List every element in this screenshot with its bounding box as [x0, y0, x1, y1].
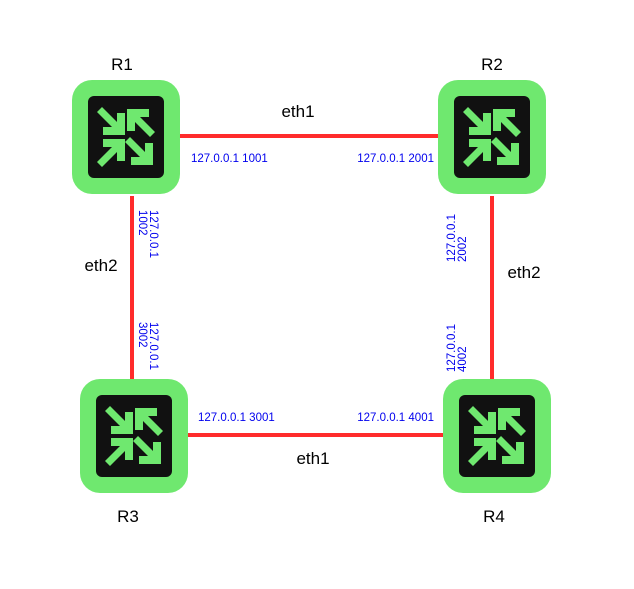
addr-r3-eth2: 127.0.0.1 3002: [136, 322, 159, 370]
addr-r2-eth2-ip: 127.0.0.1: [446, 214, 458, 262]
links: [130, 134, 494, 437]
router-r3-label: R3: [117, 507, 139, 526]
link-r1-r3-label: eth2: [84, 256, 117, 275]
router-icon: [72, 80, 180, 194]
addr-r2-eth1: 127.0.0.1 2001: [357, 153, 434, 165]
router-icon: [80, 379, 188, 493]
router-r4-label: R4: [483, 507, 505, 526]
addr-r2-eth2: 127.0.0.1 2002: [446, 214, 469, 262]
addr-r4-eth2-port: 4002: [457, 346, 469, 372]
router-r1[interactable]: [72, 80, 180, 194]
router-r2-label: R2: [481, 55, 503, 74]
addr-r4-eth1: 127.0.0.1 4001: [357, 412, 434, 424]
router-icon: [443, 379, 551, 493]
link-r3-r4-label: eth1: [296, 449, 329, 468]
addr-r4-eth2-ip: 127.0.0.1: [446, 324, 458, 372]
link-r1-r2-label: eth1: [281, 102, 314, 121]
addr-r1-eth2: 127.0.0.1 1002: [136, 210, 159, 258]
router-r3[interactable]: [80, 379, 188, 493]
addr-r2-eth2-port: 2002: [457, 236, 469, 262]
addr-r1-eth1: 127.0.0.1 1001: [191, 153, 268, 165]
addr-r1-eth2-port: 1002: [136, 210, 148, 236]
router-icon: [438, 80, 546, 194]
addr-r3-eth1: 127.0.0.1 3001: [198, 412, 275, 424]
addr-r1-eth2-ip: 127.0.0.1: [147, 210, 159, 258]
link-r2-r4-label: eth2: [507, 263, 540, 282]
addr-r3-eth2-port: 3002: [136, 322, 148, 348]
router-r4[interactable]: [443, 379, 551, 493]
addr-r4-eth2: 127.0.0.1 4002: [446, 324, 469, 372]
addr-r3-eth2-ip: 127.0.0.1: [147, 322, 159, 370]
router-r1-label: R1: [111, 55, 133, 74]
router-r2[interactable]: [438, 80, 546, 194]
